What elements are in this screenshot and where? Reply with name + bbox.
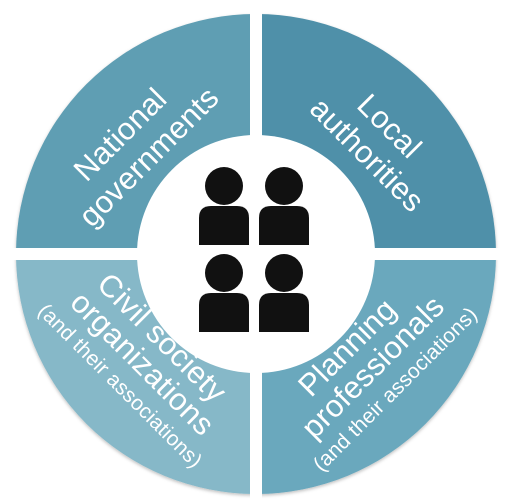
person-icon — [259, 254, 309, 332]
center-circle — [137, 135, 375, 373]
person-icon — [199, 254, 249, 332]
person-icon — [259, 167, 309, 245]
person-icon — [199, 167, 249, 245]
group-of-people-icon — [199, 167, 309, 332]
